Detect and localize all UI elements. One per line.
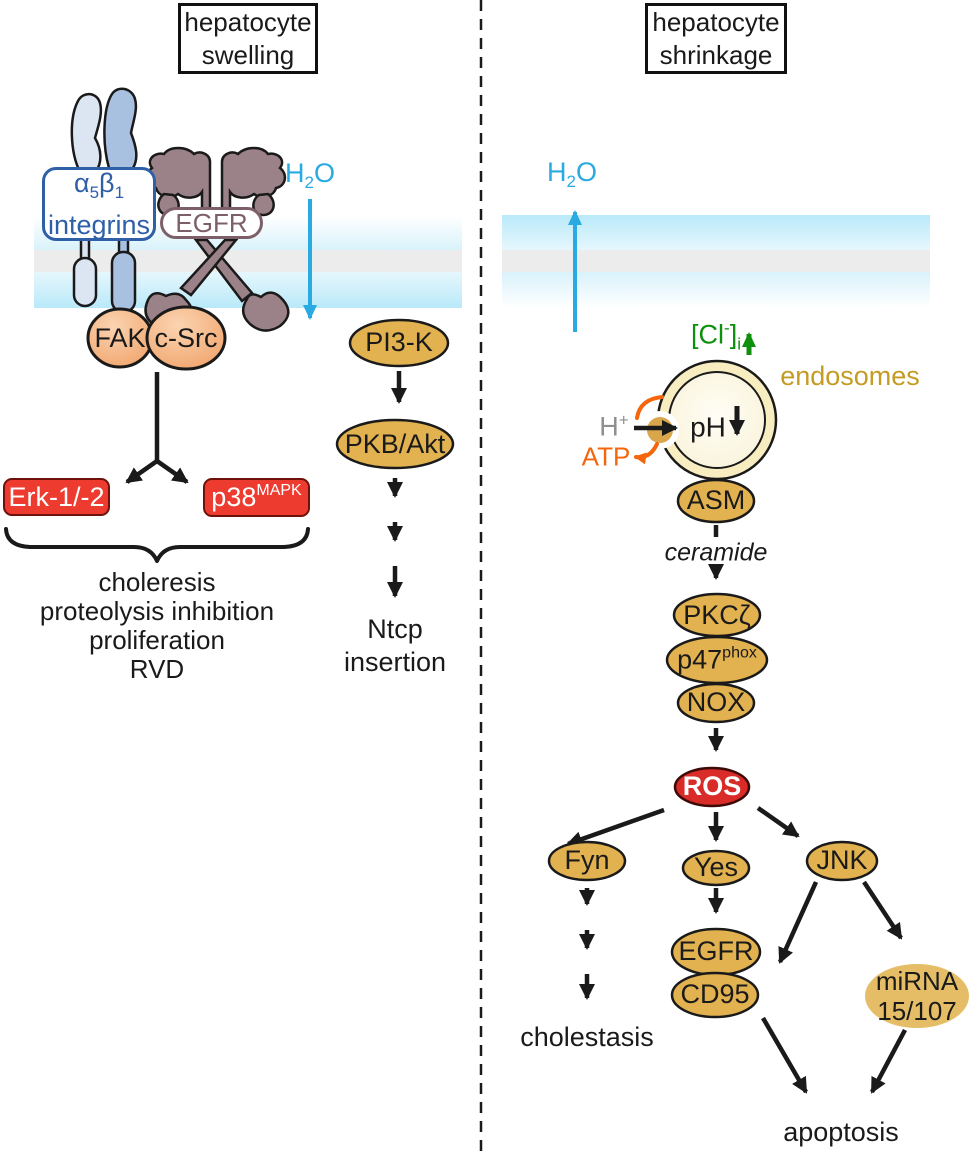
pkcz-label: PKCζ xyxy=(683,600,751,631)
jnk-label: JNK xyxy=(816,845,868,876)
ph-label: pH xyxy=(690,411,726,443)
proton-label: H+ xyxy=(599,410,629,442)
mirna-label: miRNA 15/107 xyxy=(875,966,959,1026)
title-left-line1: hepatocyte xyxy=(184,6,312,37)
h2o-left-label: H2O xyxy=(285,158,335,193)
fak-label: FAK xyxy=(94,323,146,354)
atp-label: ATP xyxy=(581,441,631,472)
title-hepatocyte-shrinkage: hepatocyte shrinkage xyxy=(645,3,787,74)
left-panel-arrows xyxy=(125,371,407,598)
chloride-label: [Cl-]i xyxy=(691,318,741,354)
asm-label: ASM xyxy=(686,485,746,516)
ros-label: ROS xyxy=(682,771,742,802)
swelling-outcomes-list: choleresis proteolysis inhibition prolif… xyxy=(40,568,274,684)
integrins-word: integrins xyxy=(47,209,151,240)
atp-curved-arrow xyxy=(634,442,659,465)
left-gold-nodes xyxy=(335,318,455,470)
pi3k-label: PI3-K xyxy=(365,327,433,358)
yes-label: Yes xyxy=(693,852,739,883)
right-gold-nodes xyxy=(547,478,879,1019)
apoptosis-label: apoptosis xyxy=(783,1117,899,1148)
title-left-line2: swelling xyxy=(201,39,295,70)
integrins-symbols: α5β1 xyxy=(73,167,125,202)
outcome-proteolysis: proteolysis inhibition xyxy=(39,596,275,626)
title-right-line2: shrinkage xyxy=(659,39,773,70)
egfr-node-label: EGFR xyxy=(678,936,754,967)
egfr-receptor-label: EGFR xyxy=(160,207,263,239)
mirna-node-shape xyxy=(865,964,969,1028)
title-right-line1: hepatocyte xyxy=(652,6,780,37)
h2o-right-label: H2O xyxy=(547,157,597,192)
pkbakt-label: PKB/Akt xyxy=(344,429,446,460)
cholestasis-label: cholestasis xyxy=(520,1022,654,1053)
erk-node: Erk-1/-2 xyxy=(3,478,110,516)
ntcp-insertion-label: Ntcp insertion xyxy=(343,614,447,677)
outcome-choleresis: choleresis xyxy=(98,567,216,597)
p38-node: p38MAPK xyxy=(203,478,310,517)
outcomes-brace xyxy=(4,527,310,563)
p47phox-label: p47phox xyxy=(677,644,757,675)
ros-node-shape xyxy=(673,766,751,808)
endosomes-label: endosomes xyxy=(780,361,920,392)
nox-label: NOX xyxy=(686,687,746,718)
fyn-label: Fyn xyxy=(564,845,610,876)
outcome-proliferation: proliferation xyxy=(89,625,225,655)
fak-csrc-shapes xyxy=(86,305,227,371)
cd95-label: CD95 xyxy=(680,979,750,1010)
title-hepatocyte-swelling: hepatocyte swelling xyxy=(178,3,318,74)
atp-arc xyxy=(635,395,664,420)
membrane-right xyxy=(502,215,930,308)
right-panel-arrows xyxy=(566,525,907,1094)
csrc-label: c-Src xyxy=(154,323,218,354)
ceramide-label: ceramide xyxy=(664,538,768,567)
integrins-label-box: α5β1 integrins xyxy=(42,167,156,241)
outcome-rvd: RVD xyxy=(129,654,185,684)
